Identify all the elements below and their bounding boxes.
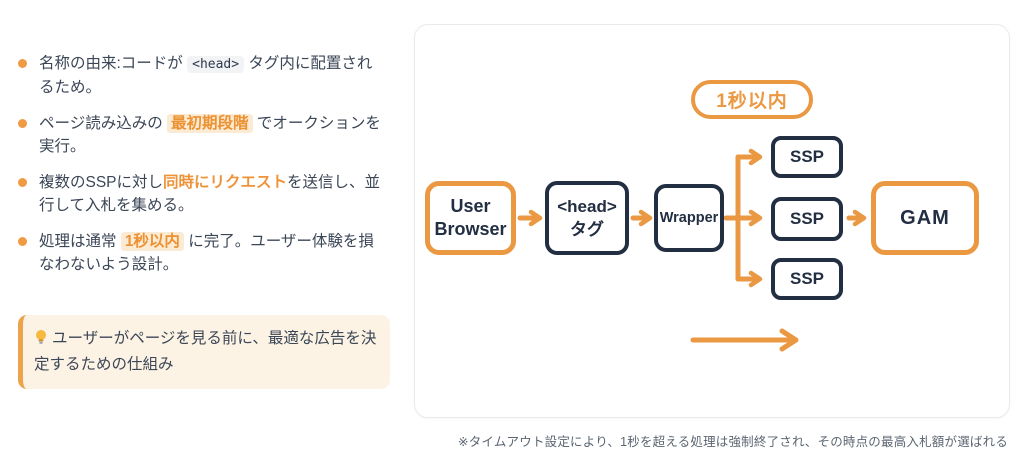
bullet-text: 処理は通常 1秒以内 に完了。ユーザー体験を損なわないよう設計。 — [39, 230, 387, 276]
bullet-item-naming: 名称の由来:コードが <head> タグ内に配置されるため。 — [18, 52, 390, 99]
bullet-segment: タグ内に配置されるため。 — [39, 55, 373, 96]
node-ssp-3: SSP — [771, 258, 843, 300]
node-user-browser: User Browser — [425, 181, 516, 255]
diagram-card: 1秒以内 User Browser <head> タグ Wrapper SSP … — [414, 24, 1010, 418]
bullet-item-one-second: 処理は通常 1秒以内 に完了。ユーザー体験を損なわないよう設計。 — [18, 230, 390, 276]
bullet-segment: 処理は通常 — [39, 233, 121, 250]
bullet-dot — [18, 119, 27, 128]
callout-text: ユーザーがページを見る前に、最適な広告を決定するための仕組み — [34, 330, 377, 373]
node-head-tag-line1: <head> — [557, 197, 617, 216]
node-head-tag-line2: タグ — [570, 220, 604, 239]
node-gam: GAM — [871, 181, 979, 255]
bullet-segment: 複数のSSPに対し — [39, 174, 164, 191]
lightbulb-icon — [34, 329, 48, 353]
highlight-one-second: 1秒以内 — [120, 232, 184, 251]
bullet-dot — [18, 237, 27, 246]
bullet-list: 名称の由来:コードが <head> タグ内に配置されるため。 ページ読み込みの … — [18, 52, 390, 289]
timing-badge: 1秒以内 — [691, 80, 813, 119]
callout-box: ユーザーがページを見る前に、最適な広告を決定するための仕組み — [18, 315, 390, 389]
node-wrapper: Wrapper — [654, 184, 724, 252]
bullet-segment: を送信し、並行して入札を集める。 — [39, 174, 381, 214]
bullet-text: ページ読み込みの 最初期段階 でオークションを実行。 — [39, 112, 387, 158]
bullet-segment: でオークションを実行。 — [39, 115, 381, 155]
bullet-dot — [18, 178, 27, 187]
node-head-tag: <head> タグ — [545, 181, 629, 255]
bullet-segment: 名称の由来:コードが — [39, 55, 188, 72]
bullet-text: 名称の由来:コードが <head> タグ内に配置されるため。 — [39, 52, 387, 99]
bullet-text: 複数のSSPに対し同時にリクエストを送信し、並行して入札を集める。 — [39, 171, 387, 217]
bullet-dot — [18, 59, 27, 68]
flow-arrows — [517, 148, 867, 352]
bullet-item-auction-timing: ページ読み込みの 最初期段階 でオークションを実行。 — [18, 112, 390, 158]
bullet-segment: に完了。ユーザー体験を損なわないよう設計。 — [39, 233, 374, 273]
head-tag-chip: <head> — [187, 56, 245, 73]
bullet-segment: ページ読み込みの — [39, 115, 167, 132]
node-ssp-2: SSP — [771, 197, 843, 241]
highlight-earliest-stage: 最初期段階 — [167, 114, 253, 133]
emphasis-simultaneous-request: 同時にリクエスト — [163, 174, 288, 191]
bullet-item-simultaneous-requests: 複数のSSPに対し同時にリクエストを送信し、並行して入札を集める。 — [18, 171, 390, 217]
node-ssp-1: SSP — [771, 136, 843, 178]
footnote: ※タイムアウト設定により、1秒を超える処理は強制終了され、その時点の最高入札額が… — [458, 435, 1008, 449]
